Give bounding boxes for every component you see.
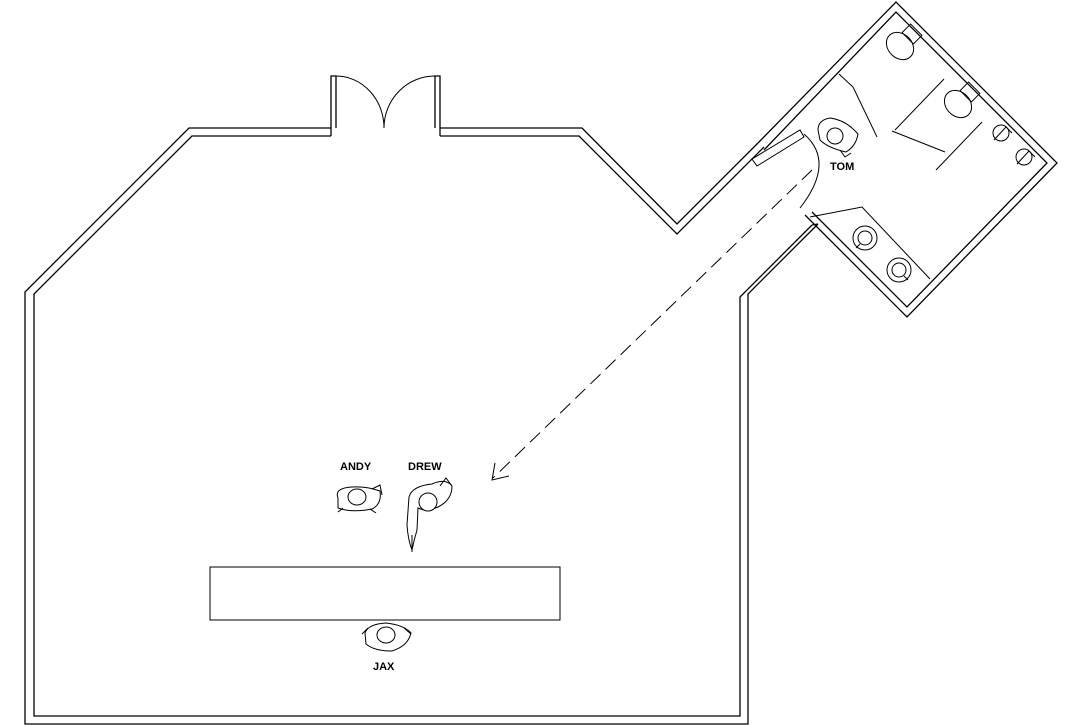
entry-double-door [330,75,441,129]
movement-arrow [491,169,813,481]
restroom-partitions [809,73,983,280]
person-andy-icon [336,484,383,514]
restroom-door [751,129,820,209]
label-tom: TOM [830,161,854,173]
urinal-icon [1015,148,1036,166]
person-tom-icon [817,117,859,158]
table [209,566,561,621]
sink-icon [852,225,878,251]
label-andy: ANDY [340,461,372,473]
urinal-icon [992,124,1013,142]
person-drew-icon [406,477,453,552]
label-jax: JAX [373,661,395,673]
toilet-icon [943,81,981,119]
label-drew: DREW [408,461,442,473]
restroom-walls [757,1,1058,318]
toilet-icon [885,23,923,61]
sink-icon [886,257,912,283]
main-room-walls [24,127,819,725]
person-jax-icon [361,622,412,652]
